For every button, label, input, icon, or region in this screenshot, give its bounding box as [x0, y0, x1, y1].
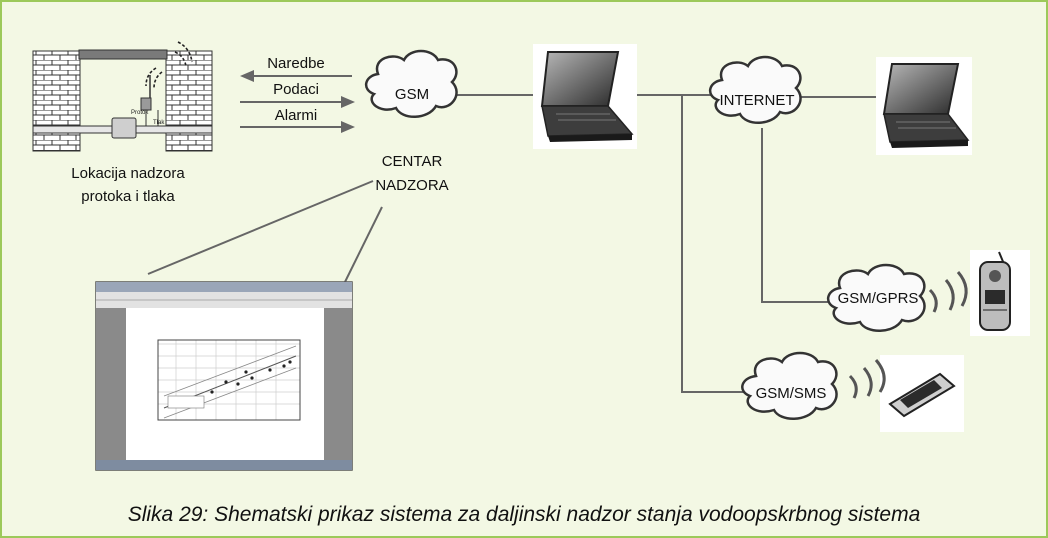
alarmi-label: Alarmi	[275, 107, 318, 124]
naredbe-label: Naredbe	[267, 55, 325, 72]
slider-phone-icon	[880, 355, 964, 432]
podaci-label: Podaci	[273, 81, 319, 98]
arrows	[240, 70, 355, 133]
protok-label: Protok	[131, 110, 149, 116]
gsm-gprs-cloud-icon	[827, 263, 926, 332]
laptop-icon	[533, 44, 637, 149]
center-label-line1: CENTAR	[382, 153, 443, 170]
site-label-line1: Lokacija nadzora	[71, 165, 185, 182]
gsm-cloud-icon	[365, 49, 458, 118]
monitoring-site: Protok Tlak	[32, 41, 213, 152]
connection-lines	[147, 94, 876, 393]
remote-laptop-icon	[876, 57, 972, 155]
tlak-label: Tlak	[153, 120, 165, 126]
gsm-sms-label: GSM/SMS	[756, 385, 827, 402]
site-label-line2: protoka i tlaka	[81, 188, 175, 205]
signal-waves-icon	[145, 41, 193, 89]
internet-label: INTERNET	[720, 92, 795, 109]
spreadsheet-screenshot	[95, 281, 353, 471]
gsm-label: GSM	[395, 86, 429, 103]
flow-meter	[111, 117, 137, 139]
center-label-line2: NADZORA	[375, 177, 448, 194]
roof-slab	[78, 49, 168, 60]
flip-phone-icon	[970, 250, 1030, 336]
gsm-sms-cloud-icon	[741, 351, 838, 420]
internet-cloud-icon	[709, 55, 802, 124]
wireless-waves-icon	[848, 271, 968, 399]
left-brick-wall	[32, 50, 81, 152]
right-brick-wall	[165, 50, 213, 152]
sensor-box	[140, 97, 152, 111]
gsm-gprs-label: GSM/GPRS	[838, 290, 919, 307]
figure-caption: Slika 29: Shematski prikaz sistema za da…	[127, 503, 921, 526]
